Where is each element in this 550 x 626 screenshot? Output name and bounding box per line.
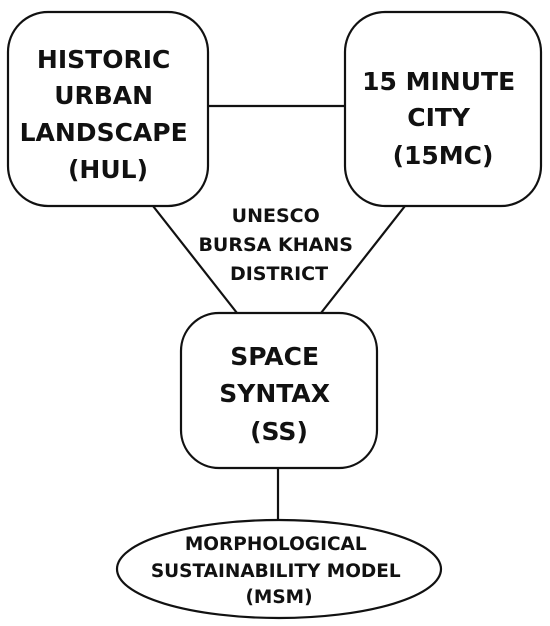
node-msm-ellipse (115, 518, 443, 620)
center-label-line-1: UNESCO (232, 205, 320, 227)
center-label-line-2: BURSA KHANS (198, 234, 352, 256)
node-hul-line-1: HISTORIC (37, 45, 170, 74)
node-ss-line-3: (SS) (250, 417, 308, 446)
connector-hul-ss (152, 205, 238, 314)
node-hul-box (6, 10, 210, 208)
node-15mc-line-1: 15 MINUTE (362, 67, 515, 96)
node-msm-line-2: SUSTAINABILITY MODEL (151, 561, 401, 582)
node-15mc-box (343, 10, 543, 208)
node-msm-line-3: (MSM) (245, 587, 312, 608)
connector-15mc-ss (320, 205, 406, 314)
svg-text:MORPHOLOGICAL SUSTAINABI: MORPHOLOGICAL SUSTAINABILITY MODEL (MSM) (151, 534, 407, 608)
node-hul-line-2: URBAN (54, 81, 153, 110)
node-ss-line-2: SYNTAX (219, 379, 330, 408)
center-label: UNESCO BURSA KHANS DISTRICT (198, 205, 359, 285)
svg-text:SPACE SYNTAX (SS): SPACE SYNTAX (SS) (219, 342, 339, 446)
svg-text:HISTORIC URBAN LAN: HISTORIC URBAN LANDSCAPE (HUL) (20, 45, 197, 184)
node-ss-box (179, 311, 379, 470)
node-ss-line-1: SPACE (230, 342, 319, 371)
node-15mc-line-2: CITY (407, 103, 471, 132)
svg-text:15 MINUTE CITY (15: 15 MINUTE CITY (15MC) (362, 67, 524, 170)
node-msm: MORPHOLOGICAL SUSTAINABILITY MODEL (MSM) (115, 518, 443, 620)
node-hul-line-4: (HUL) (68, 155, 148, 184)
center-label-line-3: DISTRICT (230, 263, 328, 285)
node-15mc-line-3: (15MC) (393, 141, 494, 170)
node-ss: SPACE SYNTAX (SS) (179, 311, 379, 470)
node-hul-line-3: LANDSCAPE (20, 118, 188, 147)
node-hul: HISTORIC URBAN LANDSCAPE (HUL) (6, 10, 210, 208)
node-msm-line-1: MORPHOLOGICAL (185, 534, 367, 555)
node-15mc: 15 MINUTE CITY (15MC) (343, 10, 543, 208)
